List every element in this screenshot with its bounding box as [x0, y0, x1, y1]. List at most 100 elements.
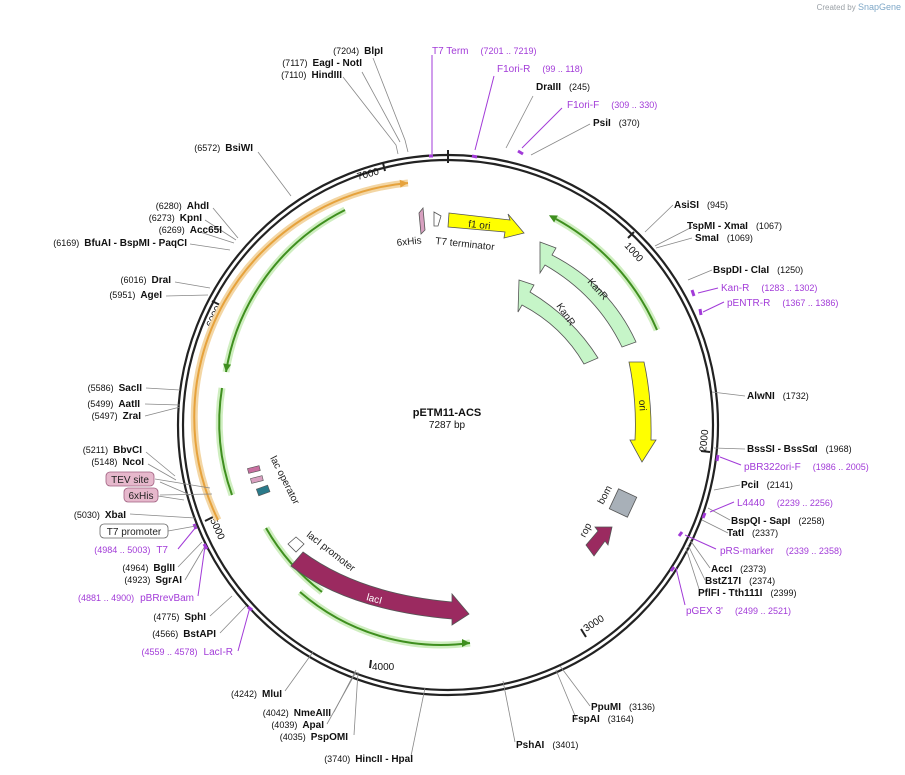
- t7-terminator-glyph: [433, 211, 442, 227]
- credit-prefix: Created by: [816, 3, 856, 12]
- site-sgrai: (4923)SgrAI: [124, 575, 182, 586]
- f1-ori-arrow: [447, 212, 525, 239]
- site-drai: (6016)DraI: [121, 275, 172, 286]
- tev-site-box: [105, 471, 155, 487]
- orf-green-bottom2-line: [299, 591, 471, 646]
- kanr-arrow-inner: [517, 279, 599, 365]
- site-acci: AccI(2373): [711, 564, 766, 575]
- t7-promoter-box-label: T7 promoter: [107, 527, 162, 538]
- his-tag-label: 6xHis: [396, 235, 422, 249]
- site-hincii-hpai: (3740)HincII - HpaI: [324, 754, 413, 765]
- site-zrai: (5497)ZraI: [92, 411, 142, 422]
- restriction-sites: (7204)BlpI (7117)EagI - NotI (7110)HindI…: [53, 46, 851, 765]
- kanr-arrow-outer: [539, 241, 637, 348]
- site-aatii: (5499)AatII: [87, 399, 140, 410]
- orf-green-bottom2-arrow: [462, 639, 470, 647]
- primer-pgex3: pGEX 3'(2499 .. 2521): [686, 606, 791, 617]
- orf-orange-line: [193, 182, 409, 521]
- site-hindiii: (7110)HindIII: [281, 70, 342, 81]
- primer-t7: (4984 .. 5003)T7: [94, 545, 168, 556]
- orf-green-left-line: [225, 209, 346, 373]
- site-fspai: FspAI(3164): [572, 714, 634, 725]
- tick-2000: [700, 450, 711, 453]
- site-sphi: (4775)SphI: [153, 612, 206, 623]
- site-mlui: (4242)MluI: [231, 689, 282, 700]
- primer-l4440: L4440(2239 .. 2256): [737, 498, 833, 509]
- site-alwni: AlwNI(1732): [747, 391, 809, 402]
- orf-green-small-halo: [215, 387, 236, 497]
- orf-orange-arrow: [399, 179, 408, 188]
- his-tag-box-label: 6xHis: [128, 491, 153, 502]
- his-tag-lower-glyph: [250, 475, 264, 484]
- tick-label-4000: 4000: [372, 662, 395, 673]
- tick-1000: [627, 231, 635, 239]
- lac-operator-glyph: [255, 484, 271, 497]
- primer-leader-lines: [177, 55, 742, 652]
- site-acc65i: (6269)Acc65I: [159, 225, 222, 236]
- site-blpi: (7204)BlpI: [333, 46, 383, 57]
- site-pcii: PciI(2141): [741, 480, 793, 491]
- snapgene-credit: Created by SnapGene: [817, 2, 901, 12]
- site-pflfi-tth111i: PflFI - Tth111I(2399): [698, 588, 796, 599]
- site-pspomi: (4035)PspOMI: [280, 732, 348, 743]
- backbone: [176, 150, 720, 697]
- primer-pentr-r: pENTR-R(1367 .. 1386): [727, 298, 838, 309]
- site-smai: SmaI(1069): [695, 233, 753, 244]
- primer-pbr322ori-f: pBR322ori-F(1986 .. 2005): [744, 462, 869, 473]
- tev-site-box-label: TEV site: [111, 475, 149, 486]
- site-bglii: (4964)BglII: [122, 563, 175, 574]
- orf-green-bottom1-line: [265, 527, 323, 593]
- f1-ori-label: f1 ori: [468, 219, 491, 232]
- primer-f1ori-r: F1ori-R(99 .. 118): [497, 64, 583, 75]
- site-leader-lines: [129, 57, 746, 757]
- feature-boxes: TEV site 6xHis T7 promoter: [99, 471, 213, 539]
- site-bbvci: (5211)BbvCI: [83, 445, 142, 456]
- site-nmeaiii: (4042)NmeAIII: [263, 708, 331, 719]
- plasmid-name: pETM11-ACS: [413, 407, 481, 419]
- tick-6000: [211, 300, 221, 306]
- site-agei: (5951)AgeI: [109, 290, 162, 301]
- laci-promoter-glyph: [287, 536, 305, 553]
- site-ahdi: (6280)AhdI: [156, 201, 209, 212]
- site-apai: (4039)ApaI: [271, 720, 324, 731]
- site-ncoi: (5148)NcoI: [91, 457, 144, 468]
- site-ppumi: PpuMI(3136): [591, 702, 655, 713]
- primer-prs-marker: pRS-marker(2339 .. 2358): [720, 546, 842, 557]
- bom-box: [608, 488, 638, 518]
- site-bspdi-clai: BspDI - ClaI(1250): [713, 265, 803, 276]
- ori-arrow: [628, 361, 657, 463]
- primer-kan-r: Kan-R(1283 .. 1302): [721, 283, 817, 294]
- tick-label-3000: 3000: [582, 613, 607, 634]
- site-sacii: (5586)SacII: [88, 383, 143, 394]
- site-bsiwi: (6572)BsiWI: [194, 143, 253, 154]
- site-bspqi-sapi: BspQI - SapI(2258): [731, 516, 824, 527]
- lac-operator-label: lac operator: [267, 454, 301, 507]
- site-bsssi: BssSI - BssSαI(1968): [747, 444, 852, 455]
- ori-label: ori: [636, 399, 648, 411]
- site-xbai: (5030)XbaI: [74, 510, 126, 521]
- orf-green-right-arrow: [548, 215, 558, 223]
- site-pshai: PshAI(3401): [516, 740, 578, 751]
- primer-t7-term: T7 Term(7201 .. 7219): [432, 46, 537, 57]
- orf-green-small-line: [218, 387, 233, 496]
- tev-site-glyph: [247, 465, 261, 474]
- orf-green-right-line: [555, 218, 658, 331]
- site-eagi-noti: (7117)EagI - NotI: [282, 58, 362, 69]
- credit-brand: SnapGene: [857, 2, 901, 12]
- laci-arrow: [290, 551, 470, 626]
- site-draiii: DraIII(245): [536, 82, 590, 93]
- t7-terminator-label: T7 terminator: [435, 236, 496, 253]
- rop-label: rop: [578, 521, 595, 539]
- t7-promoter-box: [99, 523, 169, 539]
- his-tag-glyph: [418, 206, 426, 235]
- site-bstz17i: BstZ17I(2374): [705, 576, 775, 587]
- primer-laci-r: (4559 .. 4578)LacI-R: [142, 647, 234, 658]
- plasmid-title-block: pETM11-ACS 7287 bp: [413, 407, 481, 431]
- site-bfuai-bspmi-paqci: (6169)BfuAI - BspMI - PaqCI: [53, 238, 187, 249]
- site-asisi: AsiSI(945): [674, 200, 728, 211]
- orf-green-left-arrow: [223, 363, 232, 372]
- site-tspmi-xmai: TspMI - XmaI(1067): [687, 221, 782, 232]
- primer-pbrrevbam: (4881 .. 4900)pBRrevBam: [78, 593, 194, 604]
- rop-arrow: [585, 526, 613, 557]
